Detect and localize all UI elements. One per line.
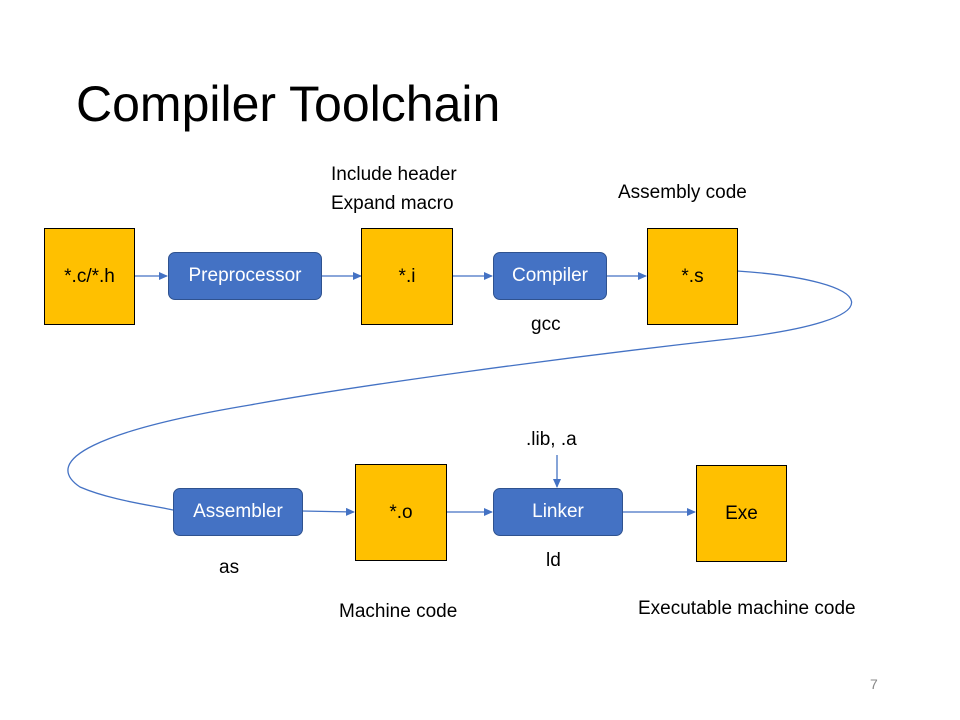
assembler-label: Assembler bbox=[193, 501, 283, 522]
file-assembly-label: *.s bbox=[681, 265, 704, 287]
annotation-assembly-code: Assembly code bbox=[618, 182, 747, 203]
file-object-label: *.o bbox=[389, 501, 413, 523]
file-executable-box: Exe bbox=[696, 465, 787, 562]
preprocessor-box: Preprocessor bbox=[168, 252, 322, 300]
annotation-libs: .lib, .a bbox=[526, 429, 577, 450]
file-preprocessed-label: *.i bbox=[398, 265, 416, 287]
file-preprocessed-box: *.i bbox=[361, 228, 453, 325]
linker-box: Linker bbox=[493, 488, 623, 536]
annotation-ld: ld bbox=[546, 550, 561, 571]
file-source-box: *.c/*.h bbox=[44, 228, 135, 325]
annotation-include-header: Include header bbox=[331, 164, 457, 185]
annotation-gcc: gcc bbox=[531, 314, 561, 335]
arrow-assembler-to-o bbox=[301, 507, 355, 516]
compiler-label: Compiler bbox=[511, 265, 589, 286]
file-object-box: *.o bbox=[355, 464, 447, 561]
file-source-label: *.c/*.h bbox=[64, 265, 115, 287]
assembler-box: Assembler bbox=[173, 488, 303, 536]
file-assembly-box: *.s bbox=[647, 228, 738, 325]
annotation-expand-macro: Expand macro bbox=[331, 193, 454, 214]
linker-label: Linker bbox=[532, 501, 584, 522]
preprocessor-label: Preprocessor bbox=[188, 265, 302, 286]
annotation-machine-code: Machine code bbox=[339, 601, 458, 622]
annotation-executable-machine-code: Executable machine code bbox=[638, 598, 856, 619]
slide-title: Compiler Toolchain bbox=[76, 76, 501, 132]
annotation-as: as bbox=[219, 557, 240, 578]
slide-number: 7 bbox=[870, 676, 878, 692]
compiler-box: Compiler bbox=[493, 252, 607, 300]
file-executable-label: Exe bbox=[725, 502, 758, 524]
